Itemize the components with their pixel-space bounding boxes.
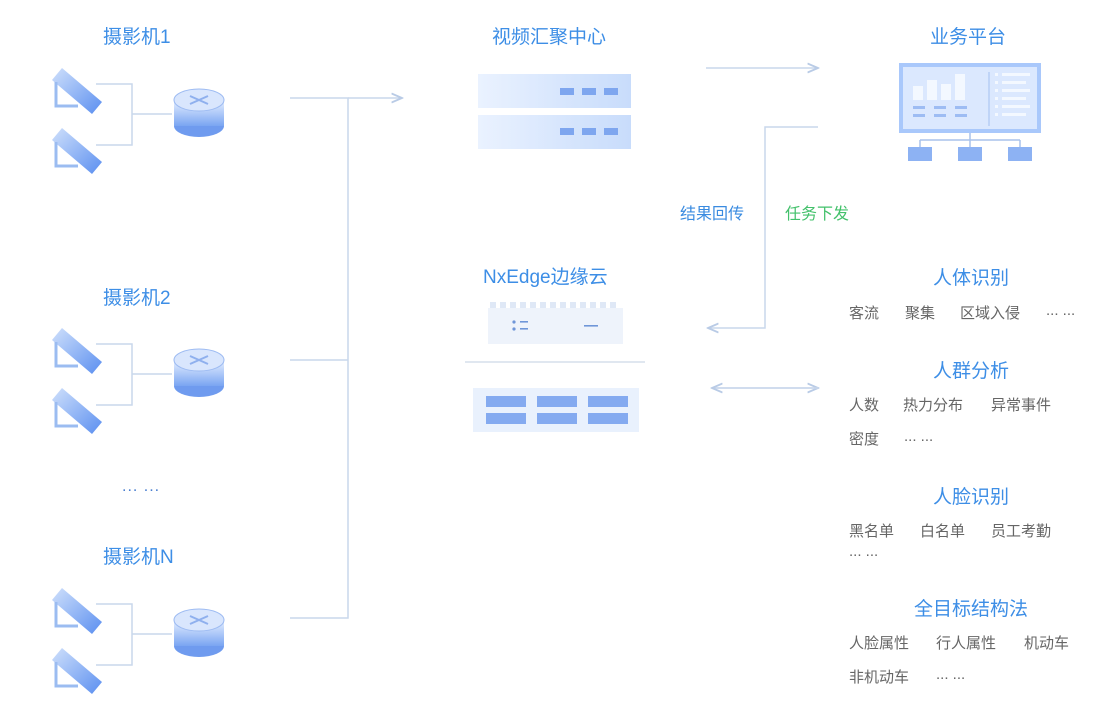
group-title-crowd-analysis: 人群分析 — [933, 361, 1010, 382]
camera-label-2: 摄影机2 — [103, 288, 171, 309]
tag: 人脸属性 — [849, 635, 910, 652]
task-dispatch-label: 任务下发 — [785, 206, 850, 223]
group-title-full-target-structuring: 全目标结构法 — [914, 599, 1029, 620]
tag: 区域入侵 — [960, 305, 1021, 322]
camera-icon — [52, 648, 102, 694]
camera-icon — [52, 128, 102, 174]
tag-ellipsis: ... ... — [936, 666, 966, 683]
edge-cloud-title: NxEdge边缘云 — [483, 267, 608, 288]
platform-title: 业务平台 — [930, 27, 1007, 48]
dashboard-monitor-icon — [899, 63, 1041, 161]
result-return-label: 结果回传 — [680, 206, 745, 223]
tag-ellipsis: ... ... — [849, 543, 879, 560]
camera-ellipsis: ... ... — [122, 478, 161, 495]
edge-server-icon — [473, 388, 639, 432]
camera-icon — [52, 328, 102, 374]
tag-ellipsis: ... ... — [1046, 302, 1076, 319]
edge-device-icon — [488, 302, 623, 344]
tag: 机动车 — [1024, 635, 1070, 652]
tag: 异常事件 — [991, 397, 1052, 414]
tag: 黑名单 — [849, 523, 895, 540]
camera-label-n: 摄影机N — [103, 547, 174, 568]
tag: 人数 — [849, 397, 880, 414]
tag: 非机动车 — [849, 669, 910, 686]
camera-icon — [52, 68, 102, 114]
camera-label-1: 摄影机1 — [103, 27, 171, 48]
tag: 员工考勤 — [991, 523, 1052, 540]
tag-ellipsis: ... ... — [904, 428, 934, 445]
tag: 客流 — [849, 305, 880, 322]
router-icon — [173, 348, 225, 397]
camera-icon — [52, 388, 102, 434]
router-icon — [173, 88, 225, 137]
tag: 白名单 — [920, 523, 966, 540]
tag: 行人属性 — [936, 635, 997, 652]
camera-icon — [52, 588, 102, 634]
router-icon — [173, 608, 225, 657]
tag: 热力分布 — [903, 397, 964, 414]
group-title-face-recognition: 人脸识别 — [933, 487, 1010, 508]
arrow-result-return — [708, 126, 818, 328]
group-title-body-recognition: 人体识别 — [933, 268, 1010, 289]
tag: 密度 — [849, 431, 880, 448]
tag: 聚集 — [905, 305, 936, 322]
video-center-title: 视频汇聚中心 — [492, 27, 607, 48]
video-center-server-icon — [478, 74, 631, 149]
